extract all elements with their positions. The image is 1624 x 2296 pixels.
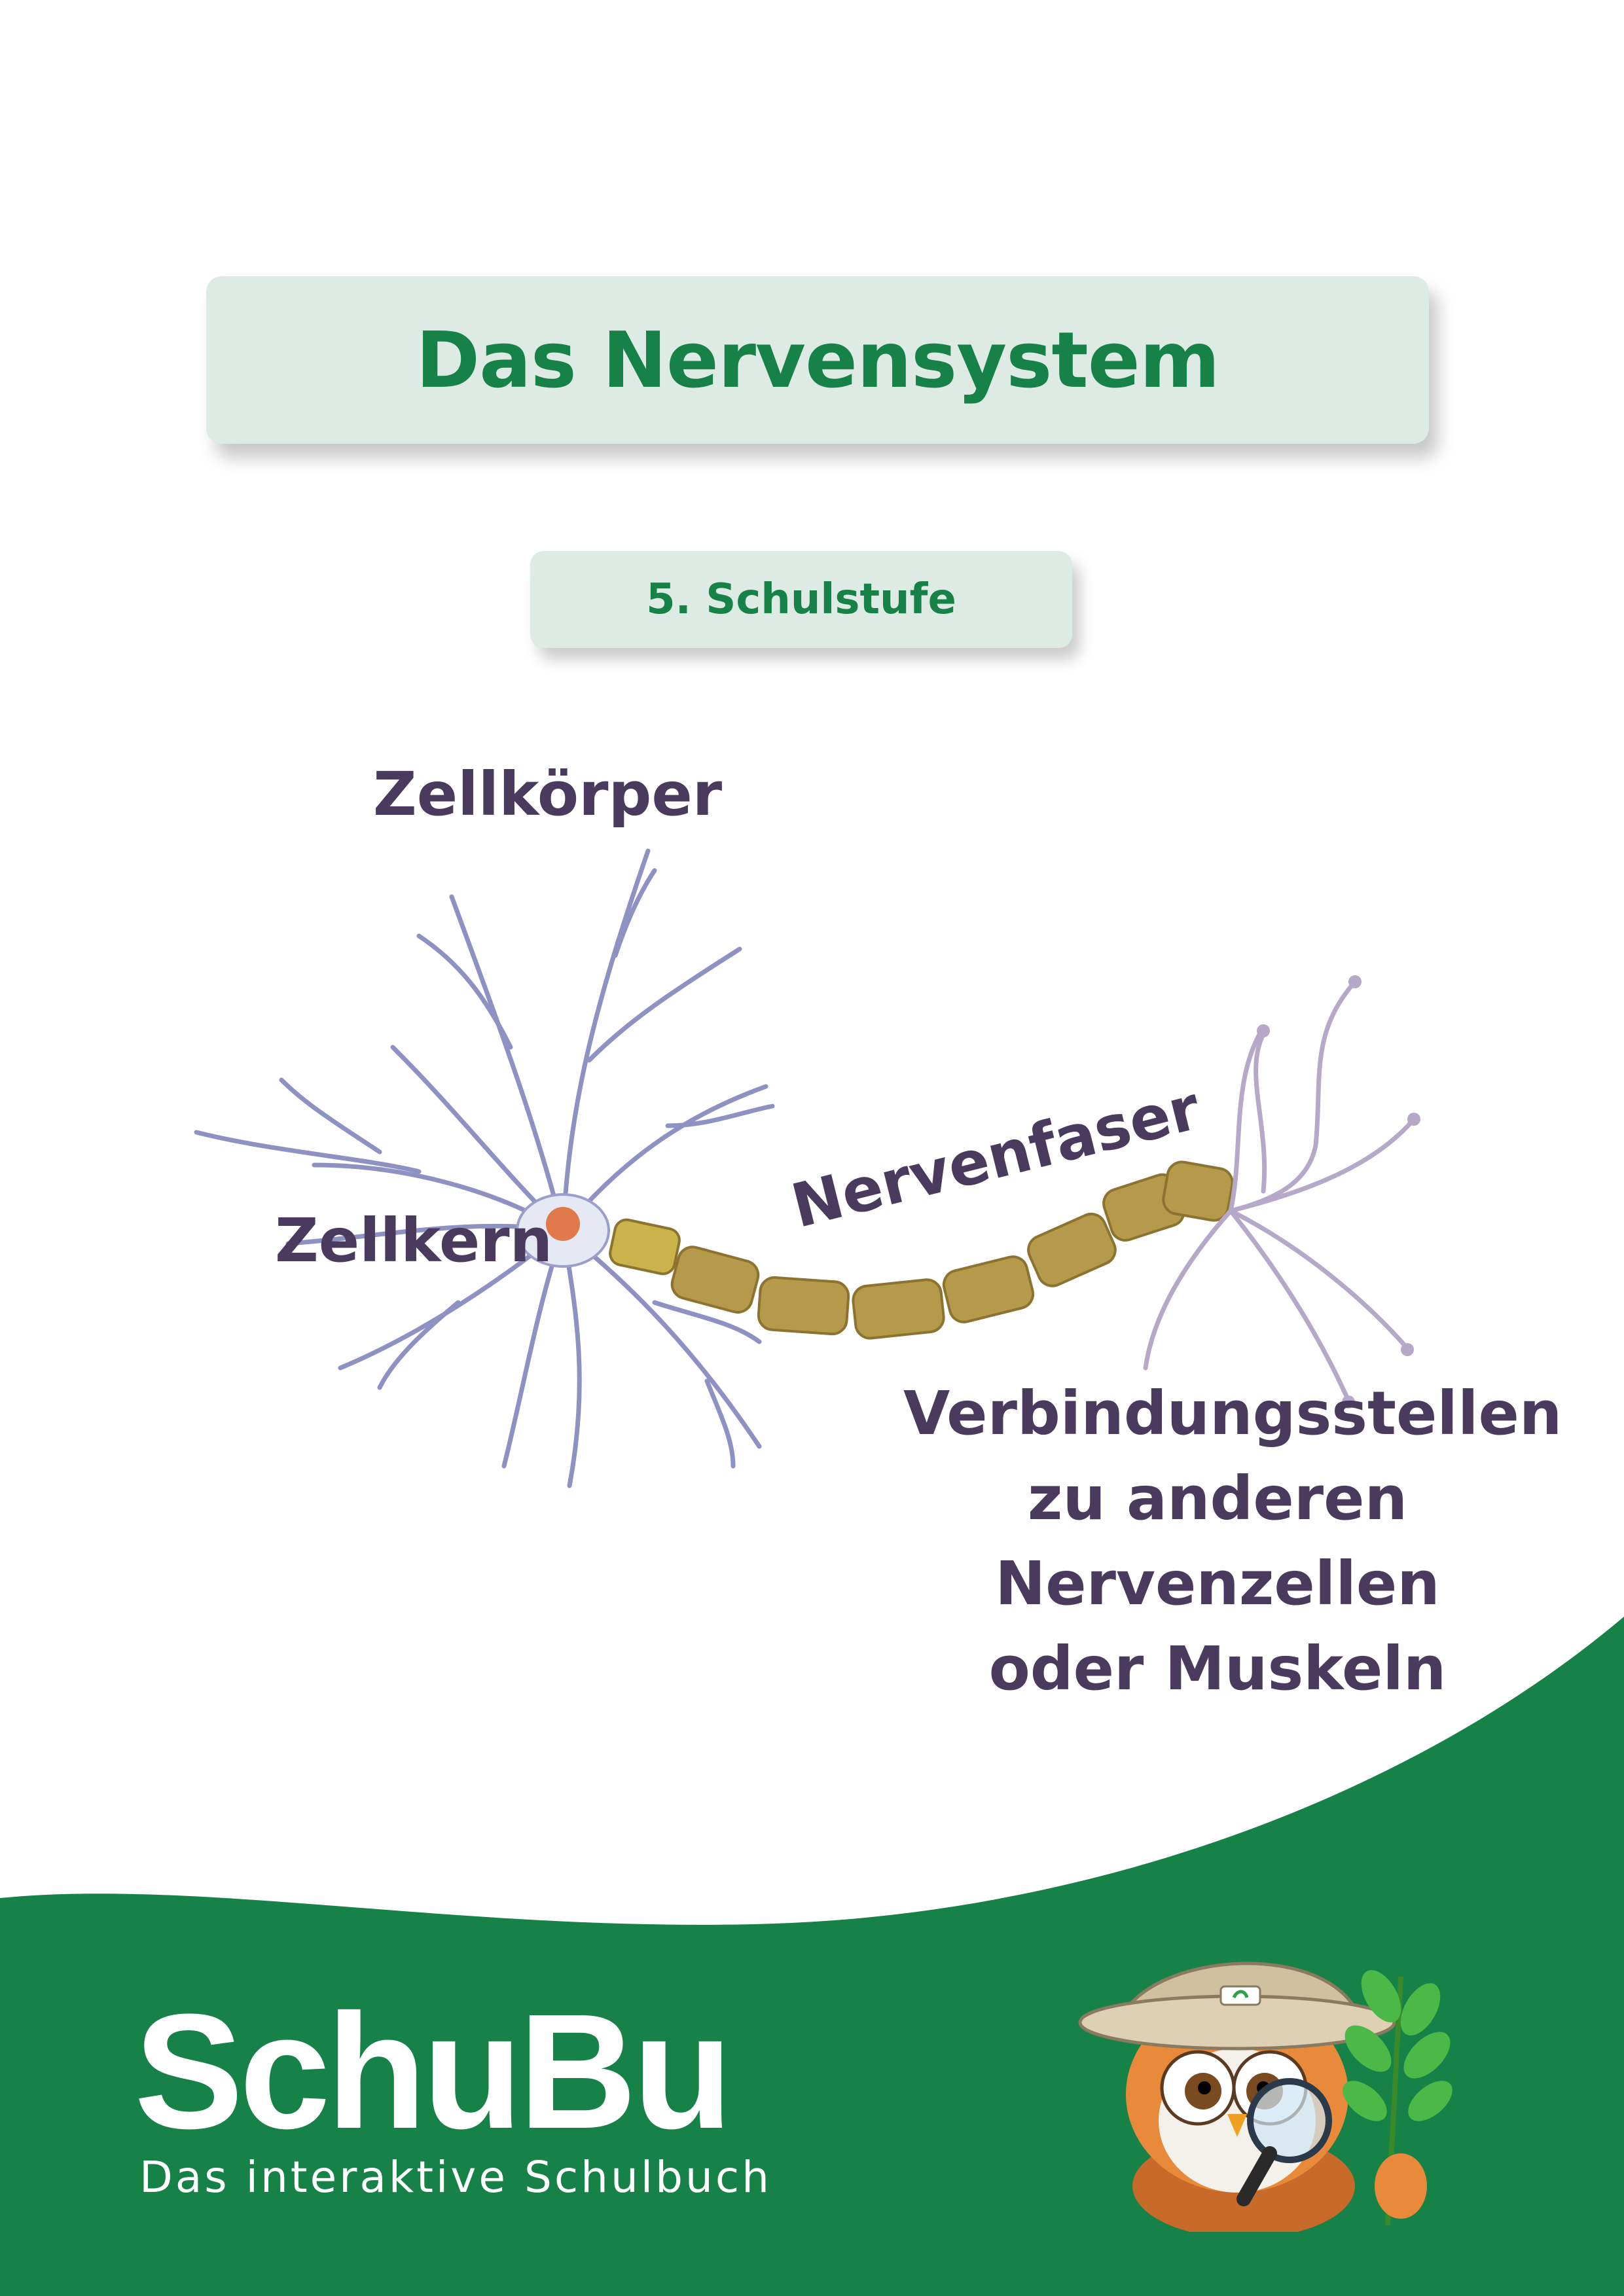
axon-terminals	[1143, 979, 1416, 1403]
page-title: Das Nervensystem	[416, 315, 1220, 405]
label-nucleus: Zellkern	[275, 1206, 553, 1276]
neuron-illustration	[194, 848, 1420, 1488]
schubu-logo: SchuBu Das interaktive Schulbuch	[134, 1990, 802, 2212]
grade-box: 5. Schulstufe	[530, 551, 1072, 648]
axon	[609, 1160, 1234, 1340]
owl-mascot-illustration	[1078, 1962, 1453, 2232]
label-cell-body: Zellkörper	[373, 759, 723, 829]
logo-wordmark: SchuBu	[134, 1980, 732, 2162]
title-box: Das Nervensystem	[206, 276, 1429, 444]
label-connections-line: Nervenzellen	[995, 1549, 1440, 1619]
nucleus	[546, 1207, 580, 1241]
grade-label: 5. Schulstufe	[646, 575, 956, 624]
logo-tagline: Das interaktive Schulbuch	[139, 2152, 772, 2202]
label-connections-line: Verbindungsstellen	[903, 1378, 1562, 1448]
label-connections-line: oder Muskeln	[988, 1634, 1447, 1704]
label-connections-line: zu anderen	[1027, 1463, 1408, 1534]
dendrites	[194, 848, 775, 1488]
label-connections: Verbindungsstellen zu anderen Nervenzell…	[903, 1371, 1562, 1712]
